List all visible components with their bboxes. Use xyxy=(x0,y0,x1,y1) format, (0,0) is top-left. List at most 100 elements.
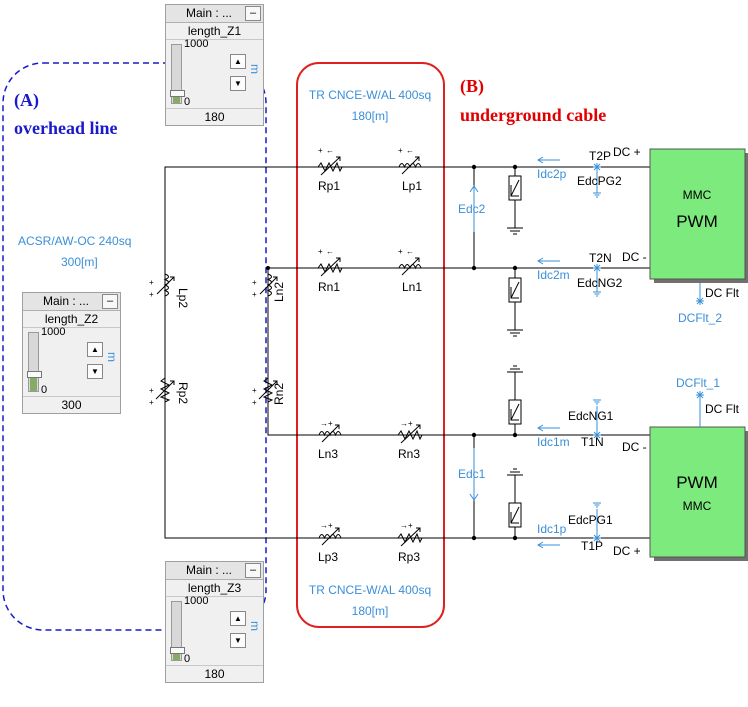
slider-panel-z3: Main : ... – length_Z3 1000 0 ▲ ▼ m 180 xyxy=(165,561,264,683)
converter-bottom-dc-plus: DC + xyxy=(613,544,641,558)
spin-down-button[interactable]: ▼ xyxy=(87,364,103,379)
spin-up-button[interactable]: ▲ xyxy=(230,611,246,626)
svg-text:+: + xyxy=(398,247,403,256)
overhead-line-region xyxy=(2,62,267,631)
slider-value: 300 xyxy=(23,396,120,413)
slider-min: 0 xyxy=(184,96,191,108)
slider-fill xyxy=(30,374,37,391)
unit-label: m xyxy=(105,352,119,362)
mmc-converter-bottom xyxy=(649,426,746,558)
panel-title-bar[interactable]: Main : ... – xyxy=(166,5,263,23)
label-ln1: Ln1 xyxy=(402,280,422,294)
spin-down-button[interactable]: ▼ xyxy=(230,633,246,648)
label-dcflt2: DCFlt_2 xyxy=(678,311,722,325)
svg-text:←: ← xyxy=(406,146,414,155)
surge-arrester-2 xyxy=(508,277,522,303)
slider-name: length_Z1 xyxy=(166,23,263,40)
label-edc1: Edc1 xyxy=(458,467,486,481)
inductor-lp1 xyxy=(391,156,429,175)
slider-body: 1000 0 ▲ ▼ m xyxy=(166,595,263,665)
minimize-button[interactable]: – xyxy=(102,294,118,309)
svg-text:→+: →+ xyxy=(320,521,333,530)
fault-marker xyxy=(695,390,705,400)
unit-label: m xyxy=(248,621,262,631)
svg-text:←: ← xyxy=(406,247,414,256)
minimize-button[interactable]: – xyxy=(245,563,261,578)
label-edc2: Edc2 xyxy=(458,202,486,216)
converter-top-line1: MMC xyxy=(683,188,712,202)
surge-arrester-1 xyxy=(508,175,522,201)
converter-bottom-flt: DC Flt xyxy=(705,402,740,416)
ground-icon xyxy=(506,365,524,373)
polarity-marks-overhead: ++ ++ ++ ++ xyxy=(149,278,257,407)
label-idc2p: Idc2p xyxy=(537,167,567,181)
converter-bottom-dc-minus: DC - xyxy=(622,440,647,454)
voltage-ground-icon xyxy=(592,192,602,198)
spin-up-button[interactable]: ▲ xyxy=(230,54,246,69)
label-t1n: T1N xyxy=(581,435,604,449)
resistor-rn1 xyxy=(311,257,349,277)
wiring xyxy=(164,166,650,539)
panel-title-bar[interactable]: Main : ... – xyxy=(23,293,120,311)
slider-thumb[interactable] xyxy=(170,647,185,654)
cable-bottom-spec: TR CNCE-W/AL 400sq xyxy=(309,583,431,597)
spin-up-button[interactable]: ▲ xyxy=(87,342,103,357)
length-slider[interactable] xyxy=(170,601,185,661)
converter-top-dc-plus: DC + xyxy=(613,145,641,159)
surge-arrester-3 xyxy=(508,399,522,425)
spin-down-button[interactable]: ▼ xyxy=(230,76,246,91)
minimize-button[interactable]: – xyxy=(245,6,261,21)
slider-panel-z1: Main : ... – length_Z1 1000 0 ▲ ▼ m 180 xyxy=(165,4,264,126)
label-edcng1: EdcNG1 xyxy=(568,409,614,423)
label-idc1m: Idc1m xyxy=(537,435,570,449)
label-t2p: T2P xyxy=(589,149,611,163)
unit-label: m xyxy=(248,64,262,74)
voltmeter-edc1 xyxy=(469,448,479,501)
polarity-marks-cable: +← +← +← +← →+→+ →+→+ xyxy=(318,146,414,530)
slider-body: 1000 0 ▲ ▼ m xyxy=(23,326,120,396)
slider-fill xyxy=(173,93,180,103)
svg-text:+: + xyxy=(398,146,403,155)
label-rp2: Rp2 xyxy=(176,382,190,404)
slider-max: 1000 xyxy=(41,326,66,338)
label-ln3: Ln3 xyxy=(318,447,338,461)
panel-header: Main : ... xyxy=(186,6,233,20)
slider-thumb[interactable] xyxy=(27,371,42,378)
ground-icon xyxy=(506,227,524,235)
ground-icon xyxy=(506,329,524,337)
label-t2n: T2N xyxy=(589,251,612,265)
overhead-length: 300[m] xyxy=(61,255,98,269)
length-slider[interactable] xyxy=(170,44,185,104)
label-lp1: Lp1 xyxy=(402,179,422,193)
cable-top-length: 180[m] xyxy=(352,109,389,123)
terminal-marker xyxy=(592,263,602,273)
label-lp3: Lp3 xyxy=(318,550,338,564)
label-edcng2: EdcNG2 xyxy=(577,276,623,290)
cable-top-spec: TR CNCE-W/AL 400sq xyxy=(309,88,431,102)
label-rn3: Rn3 xyxy=(398,447,420,461)
inductor-ln1 xyxy=(391,257,429,276)
section-a-label: (A) xyxy=(14,90,39,111)
junction-dots xyxy=(266,164,518,541)
label-rn2: Rn2 xyxy=(272,383,286,405)
panel-title-bar[interactable]: Main : ... – xyxy=(166,562,263,580)
resistor-rp2 xyxy=(155,371,175,409)
converter-bottom-line2: MMC xyxy=(683,499,712,513)
voltage-ground-icon xyxy=(592,291,602,297)
label-idc2m: Idc2m xyxy=(537,268,570,282)
mmc-converter-top xyxy=(649,148,746,280)
svg-text:+: + xyxy=(149,290,154,299)
svg-text:→+: →+ xyxy=(400,419,413,428)
inductor-lp2 xyxy=(156,266,175,304)
svg-text:←: ← xyxy=(326,146,334,155)
svg-text:+: + xyxy=(252,290,257,299)
length-slider[interactable] xyxy=(27,332,42,392)
converter-top-line2: PWM xyxy=(676,212,718,231)
svg-text:→+: →+ xyxy=(320,419,333,428)
slider-thumb[interactable] xyxy=(170,90,185,97)
section-b-label: (B) xyxy=(460,76,484,97)
svg-text:+: + xyxy=(149,386,154,395)
cable-bottom-length: 180[m] xyxy=(352,604,389,618)
slider-fill xyxy=(173,650,180,660)
